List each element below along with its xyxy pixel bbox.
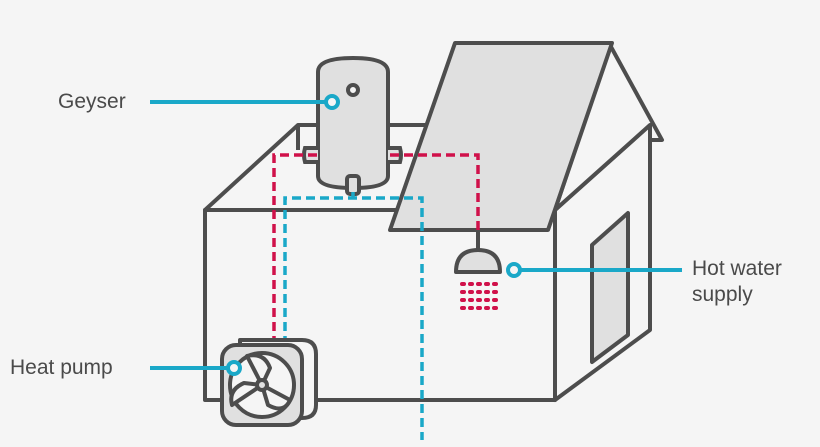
- geyser: [302, 55, 403, 196]
- hot-pipes: [272, 153, 480, 345]
- callouts: [150, 94, 682, 376]
- heat-pump-callout-dot: [226, 360, 242, 376]
- geyser-callout-dot: [324, 94, 340, 110]
- heat-pump-label: Heat pump: [10, 356, 113, 379]
- hot-water-label: Hot water supply: [692, 256, 782, 309]
- hot-pipe-shower: [390, 153, 480, 232]
- hot-water-label-line2: supply: [692, 283, 753, 307]
- geyser-outlet: [345, 174, 361, 196]
- hot-water-callout-dot: [506, 262, 522, 278]
- shower-head-icon: [454, 232, 502, 274]
- geyser-tank: [316, 55, 390, 191]
- geyser-label: Geyser: [58, 90, 126, 113]
- roof-panel: [388, 41, 614, 232]
- shower-water-drops: [460, 282, 498, 310]
- heat-pump-unit: [220, 338, 318, 427]
- cold-pipes: [283, 192, 424, 440]
- hot-water-label-line1: Hot water: [692, 257, 782, 280]
- geyser-dial-icon: [346, 83, 360, 97]
- hot-pipe-heat-pump: [272, 153, 318, 345]
- fan-icon: [229, 353, 292, 411]
- door: [590, 211, 630, 364]
